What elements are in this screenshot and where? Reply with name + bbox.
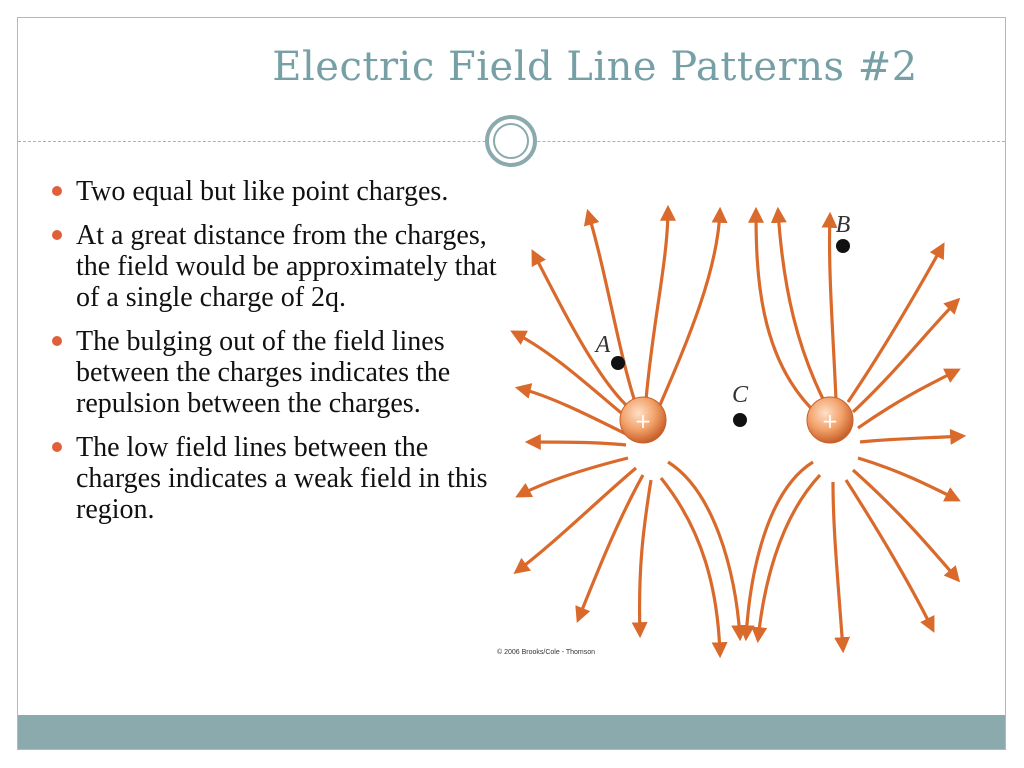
positive-charge-left — [619, 396, 667, 444]
charge-sign-left: + — [635, 409, 652, 433]
field-line — [770, 206, 828, 406]
bullet-item: Two equal but like point charges. — [52, 176, 512, 207]
field-line — [631, 479, 653, 639]
point-a-dot — [611, 356, 625, 370]
field-line — [851, 297, 961, 414]
field-line — [857, 368, 961, 430]
copyright-text: © 2006 Brooks/Cole - Thomson — [497, 649, 596, 656]
bullet-item: At a great distance from the charges, th… — [52, 220, 512, 313]
field-line — [575, 474, 645, 623]
footer-bar — [18, 715, 1005, 749]
point-b-label: B — [836, 212, 851, 238]
field-line — [513, 466, 638, 574]
field-line — [851, 468, 961, 583]
point-c-label: C — [732, 382, 749, 408]
bullet-text: Two equal but like point charges. — [76, 176, 449, 207]
field-line — [510, 330, 637, 427]
field-line — [531, 249, 644, 420]
point-c: C — [732, 382, 749, 427]
point-c-dot — [733, 413, 747, 427]
point-b: B — [836, 212, 851, 253]
field-line — [831, 481, 851, 654]
field-lines-right-charge — [738, 206, 967, 654]
positive-charge-right — [806, 396, 854, 444]
point-b-dot — [836, 239, 850, 253]
field-line — [659, 476, 728, 659]
field-line — [658, 206, 728, 406]
title-ornament-circle — [485, 115, 537, 167]
field-line — [859, 428, 967, 445]
field-line — [524, 434, 627, 451]
point-a-label: A — [594, 332, 611, 358]
field-line — [644, 204, 676, 401]
slide-title: Electric Field Line Patterns #2 — [272, 44, 918, 90]
field-line — [846, 242, 945, 403]
bullet-dot-icon — [52, 336, 62, 346]
field-line-diagram: + + A B C — [510, 204, 967, 659]
field-line — [514, 383, 629, 437]
point-a: A — [594, 332, 625, 370]
field-line — [738, 460, 814, 642]
bullet-dot-icon — [52, 186, 62, 196]
bullet-dot-icon — [52, 442, 62, 452]
charge-sign-right: + — [822, 409, 839, 433]
bullet-item: The bulging out of the field lines betwe… — [52, 326, 512, 419]
field-line — [751, 473, 822, 644]
bullet-text: At a great distance from the charges, th… — [76, 220, 497, 313]
bullet-item: The low field lines between the charges … — [52, 432, 512, 525]
field-line — [857, 456, 961, 502]
bullet-list: Two equal but like point charges. At a g… — [52, 176, 512, 538]
field-line — [821, 211, 838, 401]
field-line — [515, 456, 629, 498]
field-line — [844, 479, 935, 633]
bullet-text: The bulging out of the field lines betwe… — [76, 326, 451, 419]
field-lines-left-charge — [510, 204, 748, 659]
bullet-dot-icon — [52, 230, 62, 240]
field-line — [748, 206, 820, 417]
field-line — [667, 460, 748, 642]
field-line — [583, 208, 638, 406]
bullet-text: The low field lines between the charges … — [76, 432, 488, 525]
